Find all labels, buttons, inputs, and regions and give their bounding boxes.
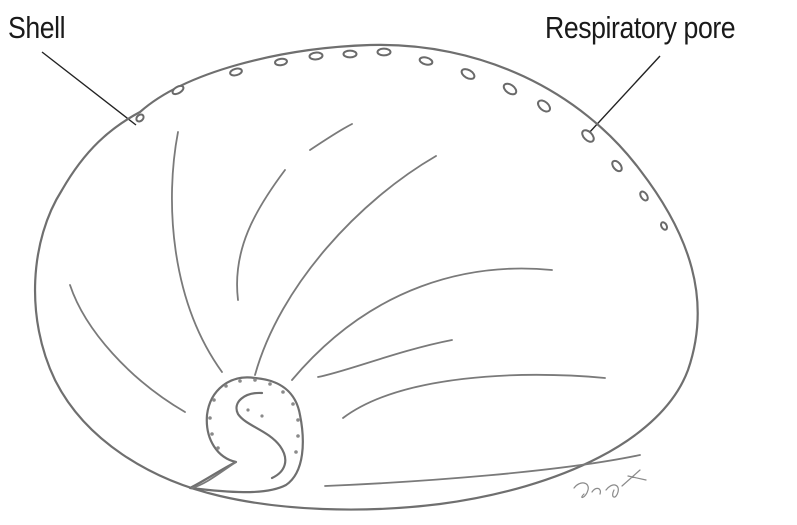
growth-line bbox=[310, 124, 352, 150]
spire-dot bbox=[260, 414, 263, 417]
spire-dot bbox=[294, 450, 298, 454]
pore bbox=[639, 190, 650, 202]
pore bbox=[378, 49, 391, 56]
growth-line bbox=[255, 156, 436, 375]
pore bbox=[460, 67, 476, 81]
pore bbox=[171, 84, 185, 96]
spire-dot bbox=[216, 446, 220, 450]
signature-stroke bbox=[574, 470, 646, 497]
shell-leader-line bbox=[42, 52, 136, 125]
growth-line bbox=[292, 269, 552, 380]
pore bbox=[419, 56, 433, 66]
spire-dot bbox=[268, 382, 272, 386]
pore bbox=[229, 67, 242, 76]
spire-dot bbox=[246, 408, 249, 411]
spire-dot bbox=[212, 398, 216, 402]
pore bbox=[610, 159, 623, 173]
spire-dot bbox=[296, 418, 300, 422]
pore bbox=[309, 52, 323, 60]
growth-lines bbox=[70, 124, 640, 486]
shell-outline bbox=[35, 45, 698, 510]
growth-line bbox=[343, 375, 605, 418]
pore bbox=[502, 82, 518, 97]
growth-line bbox=[172, 132, 222, 372]
growth-line bbox=[70, 285, 185, 412]
pore bbox=[344, 51, 357, 58]
pore bbox=[275, 58, 288, 66]
pore bbox=[580, 128, 596, 144]
growth-line bbox=[237, 170, 285, 300]
spire-dot bbox=[296, 434, 300, 438]
spire-dot bbox=[224, 384, 228, 388]
artist-signature bbox=[574, 470, 646, 497]
spire-dot bbox=[210, 432, 214, 436]
spire-inner-whorl bbox=[237, 393, 286, 478]
pore bbox=[660, 221, 669, 231]
spire-dot bbox=[238, 379, 242, 383]
pore bbox=[536, 98, 552, 113]
spire-dot bbox=[291, 402, 295, 406]
spire-dot bbox=[208, 416, 212, 420]
growth-line bbox=[318, 340, 452, 377]
respiratory-pore-leader-line bbox=[588, 56, 660, 134]
spire-dot bbox=[281, 390, 285, 394]
shell-spire bbox=[190, 377, 303, 492]
respiratory-pores bbox=[135, 49, 668, 231]
spire-dot bbox=[253, 378, 257, 382]
